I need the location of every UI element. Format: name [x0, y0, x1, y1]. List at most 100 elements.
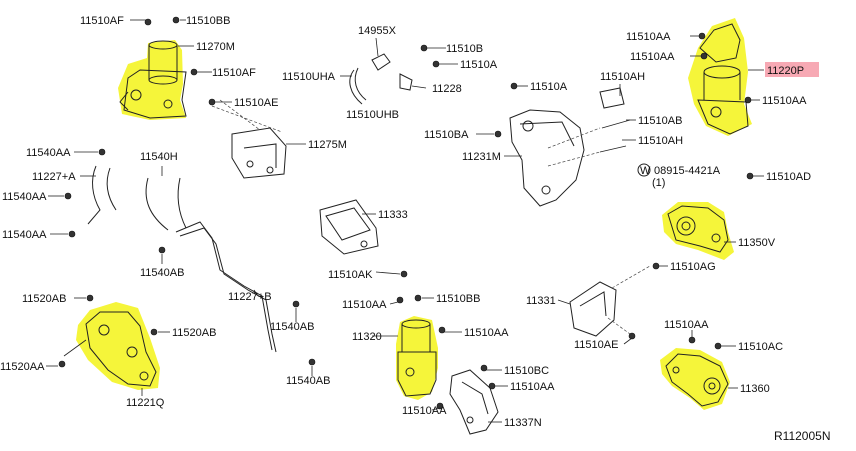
highlight-mount-11350v	[662, 202, 734, 260]
part-label: 11540AA	[2, 191, 47, 203]
bolt-icon	[628, 332, 636, 340]
bracket-11331-drawing	[569, 265, 651, 337]
bolt-icon	[494, 130, 502, 138]
part-label: 11510AB	[638, 115, 682, 127]
bolt-icon	[144, 18, 152, 26]
bolt-icon	[158, 246, 166, 254]
bolt-icon	[480, 364, 488, 372]
part-label: 11540AB	[140, 267, 184, 279]
part-label: 11520AA	[0, 361, 45, 373]
part-label-qty: (1)	[652, 177, 665, 189]
bolt-icon	[308, 358, 316, 366]
highlight-bracket-11221q	[76, 302, 160, 390]
part-label: 11510AC	[738, 341, 783, 353]
part-label: 11350V	[738, 237, 776, 249]
part-label: 08915-4421A	[654, 165, 721, 177]
bolt-icon	[64, 192, 72, 200]
part-label: 11510AA	[664, 319, 709, 331]
highlight-layer	[76, 18, 819, 410]
part-label-highlighted: 11220P	[767, 65, 804, 77]
hose-11227b-drawing	[175, 221, 277, 353]
highlight-tag-11220p	[765, 62, 819, 77]
part-labels: 11510AF 11510BB 11270M 11510AF 14955X 11…	[0, 15, 830, 443]
bolt-icon	[58, 360, 66, 368]
part-label: 11520AB	[172, 327, 216, 339]
part-label: 11540AA	[2, 229, 47, 241]
bolt-icon	[438, 326, 446, 334]
bolt-icon	[150, 328, 158, 336]
part-label: 11510B	[446, 43, 483, 55]
bolt-icon	[292, 300, 300, 308]
part-label: 11510A	[460, 59, 498, 71]
hose-11540h-drawing	[87, 165, 187, 231]
highlight-mount-11320	[396, 316, 438, 400]
part-label: 11510AA	[626, 31, 671, 43]
part-label: 11520AB	[22, 293, 66, 305]
part-label: 11510AE	[574, 339, 618, 351]
highlight-mount-11360	[660, 348, 730, 410]
part-label: 11510AD	[766, 171, 811, 183]
part-label: 11510BC	[504, 365, 549, 377]
part-drawings	[63, 23, 749, 435]
w-mark: W	[640, 165, 651, 177]
bolt-icon	[172, 16, 180, 24]
part-label: 11540AB	[286, 375, 330, 387]
bolt-icon	[396, 296, 404, 304]
highlight-mount-11220p	[688, 18, 752, 136]
part-label: 11337N	[504, 417, 542, 429]
bracket-11275m-drawing	[211, 99, 287, 179]
part-label: 11510AA	[510, 381, 555, 393]
part-label: 11331	[526, 295, 556, 307]
part-label: 11510BB	[186, 15, 230, 27]
part-label: 11540AB	[270, 321, 314, 333]
bracket-11231m-drawing	[509, 87, 631, 207]
bolt-markers	[58, 16, 754, 410]
part-label: 11510AA	[402, 405, 447, 417]
part-label: 11510UHA	[282, 71, 336, 83]
plate-11333-drawing	[319, 199, 379, 255]
part-label: 11510AF	[80, 15, 124, 27]
diagram-reference-code: R112005N	[774, 429, 830, 443]
bolt-icon	[68, 230, 76, 238]
part-label: 11540AA	[26, 147, 71, 159]
mount-11270m-drawing	[119, 40, 187, 119]
part-label: 11510UHB	[346, 109, 399, 121]
mount-11320-drawing	[397, 319, 437, 397]
mount-11220p-drawing	[697, 23, 749, 135]
part-label: 11510BB	[436, 293, 480, 305]
part-label: 11275M	[308, 139, 347, 151]
part-label: 11510AA	[464, 327, 509, 339]
part-label: 11510AA	[342, 299, 387, 311]
part-label: 11540H	[140, 151, 178, 163]
part-label: 11510AK	[328, 269, 373, 281]
mount-11350v-drawing	[667, 205, 729, 253]
bracket-11221q-drawing	[63, 311, 157, 387]
part-label: 11510AE	[234, 97, 278, 109]
part-label: 11333	[378, 209, 408, 221]
part-label: 14955X	[358, 25, 397, 37]
part-label: 11510AH	[638, 135, 683, 147]
bolt-icon	[98, 148, 106, 156]
w-circle-icon	[637, 163, 651, 177]
bolt-icon	[86, 294, 94, 302]
part-label: 11510AH	[600, 71, 645, 83]
part-label: 11360	[740, 383, 770, 395]
bolt-icon	[414, 294, 422, 302]
bracket-11337n-drawing	[449, 369, 499, 435]
part-label: 11510A	[530, 81, 568, 93]
part-label: 11510AA	[762, 95, 807, 107]
bracket-14955x-drawing	[349, 53, 413, 105]
part-label: 11270M	[196, 41, 235, 53]
part-label: 11510BA	[424, 129, 469, 141]
part-label: 11510AG	[670, 261, 716, 273]
part-label: 11228	[432, 83, 462, 95]
leader-lines	[46, 19, 764, 423]
mount-11360-drawing	[665, 353, 729, 407]
part-label: 11227+B	[228, 291, 272, 303]
part-label: 11510AF	[212, 67, 256, 79]
part-label: 11510AA	[630, 51, 675, 63]
part-label: 11320	[352, 331, 382, 343]
bolt-icon	[400, 270, 408, 278]
